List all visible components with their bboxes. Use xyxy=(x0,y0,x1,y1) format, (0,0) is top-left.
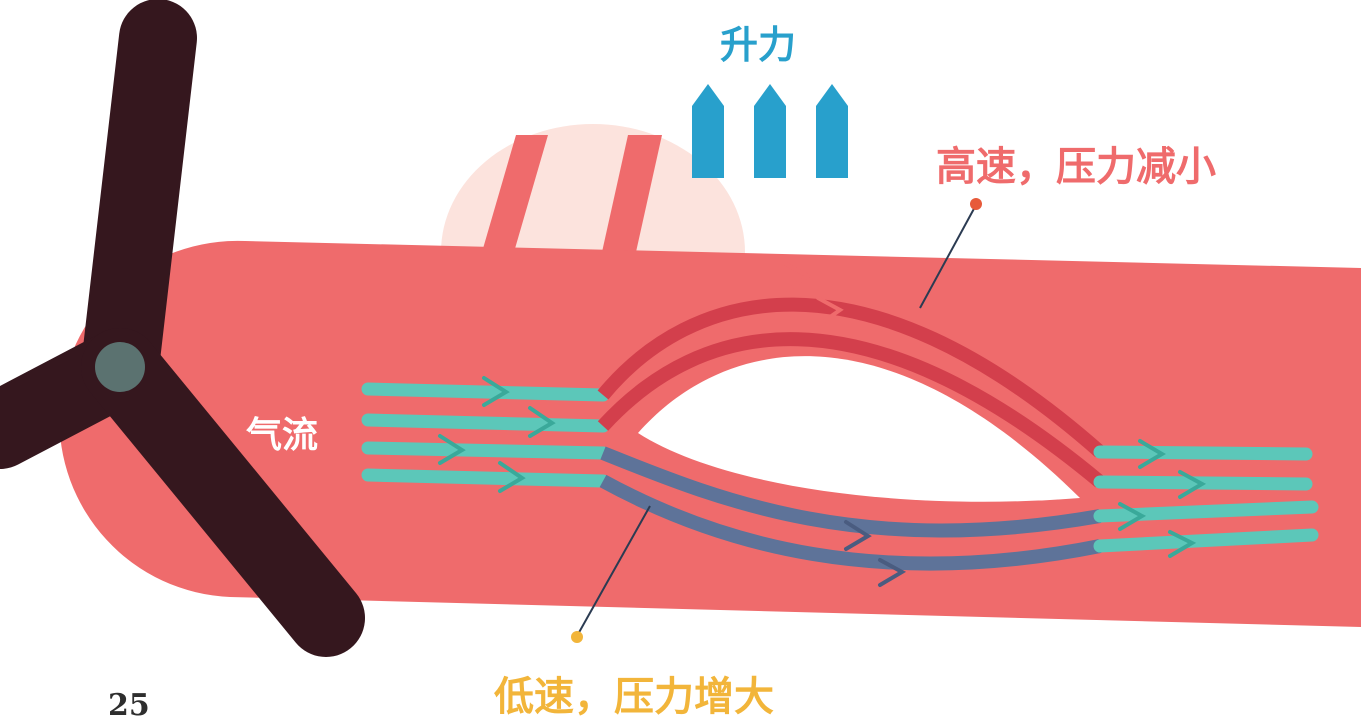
upper-flow-arrowheads xyxy=(784,262,844,326)
propeller-hub xyxy=(95,342,145,392)
high-speed-callout xyxy=(919,198,982,309)
page-number: 25 xyxy=(108,688,150,723)
lower-airflow xyxy=(599,446,1102,571)
lift-arrow-icon xyxy=(816,84,848,178)
incoming-flow-arrowheads xyxy=(438,376,556,493)
low-speed-callout xyxy=(571,505,651,643)
lift-arrow-icon xyxy=(692,84,724,178)
airfoil-icon xyxy=(638,356,1080,502)
lift-arrows xyxy=(692,84,848,178)
lift-label: 升力 xyxy=(720,23,797,67)
outgoing-flow-arrowheads xyxy=(1118,439,1207,558)
incoming-airflow xyxy=(361,382,610,488)
airflow-label: 气流 xyxy=(246,415,319,456)
upper-airflow xyxy=(597,297,1105,488)
lift-arrow-icon xyxy=(754,84,786,178)
low-speed-label: 低速，压力增大 xyxy=(494,674,774,720)
lower-flow-arrowheads xyxy=(844,520,907,587)
high-speed-label: 高速，压力减小 xyxy=(936,144,1216,190)
